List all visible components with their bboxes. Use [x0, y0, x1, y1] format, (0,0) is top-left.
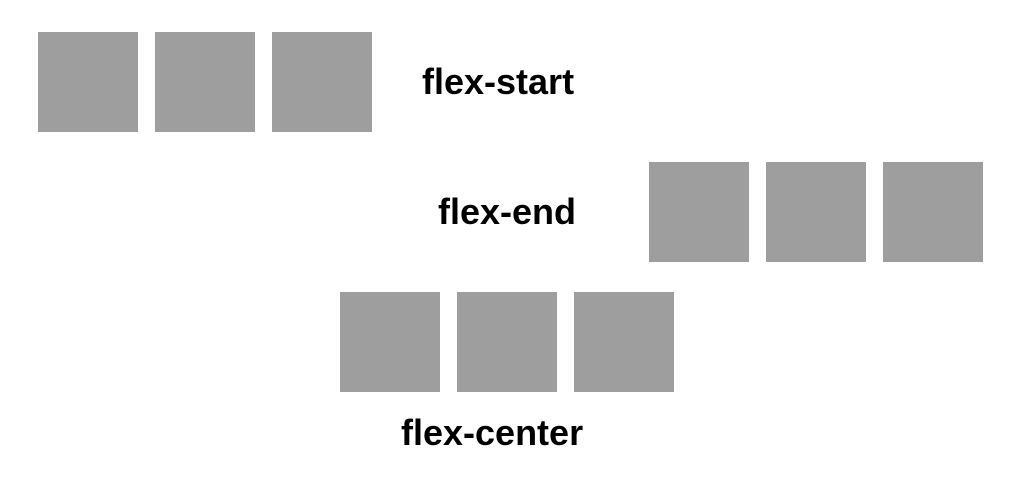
flex-end-box-3: [883, 162, 983, 262]
flex-end-box-1: [649, 162, 749, 262]
flex-end-box-2: [766, 162, 866, 262]
flex-center-box-2: [457, 292, 557, 392]
flex-center-label: flex-center: [401, 412, 584, 453]
flex-start-box-2: [155, 32, 255, 132]
flex-start-label: flex-start: [422, 61, 575, 102]
flex-center-box-3: [574, 292, 674, 392]
flex-start-box-1: [38, 32, 138, 132]
flex-end-label: flex-end: [438, 191, 577, 232]
flex-center-box-1: [340, 292, 440, 392]
flex-start-box-3: [272, 32, 372, 132]
